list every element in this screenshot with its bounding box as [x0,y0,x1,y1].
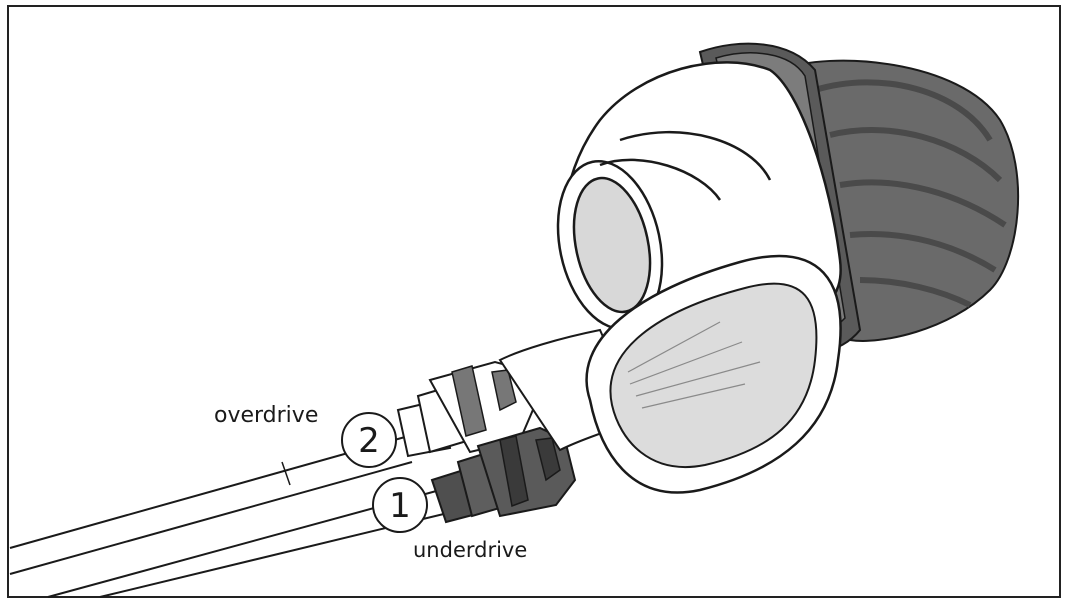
callout-1: 1 [373,478,427,532]
callout-2: 2 [342,413,396,467]
label-underdrive: underdrive [413,538,527,562]
callout-2-number: 2 [358,421,380,461]
callout-1-number: 1 [389,486,411,526]
label-overdrive: overdrive [214,403,318,428]
